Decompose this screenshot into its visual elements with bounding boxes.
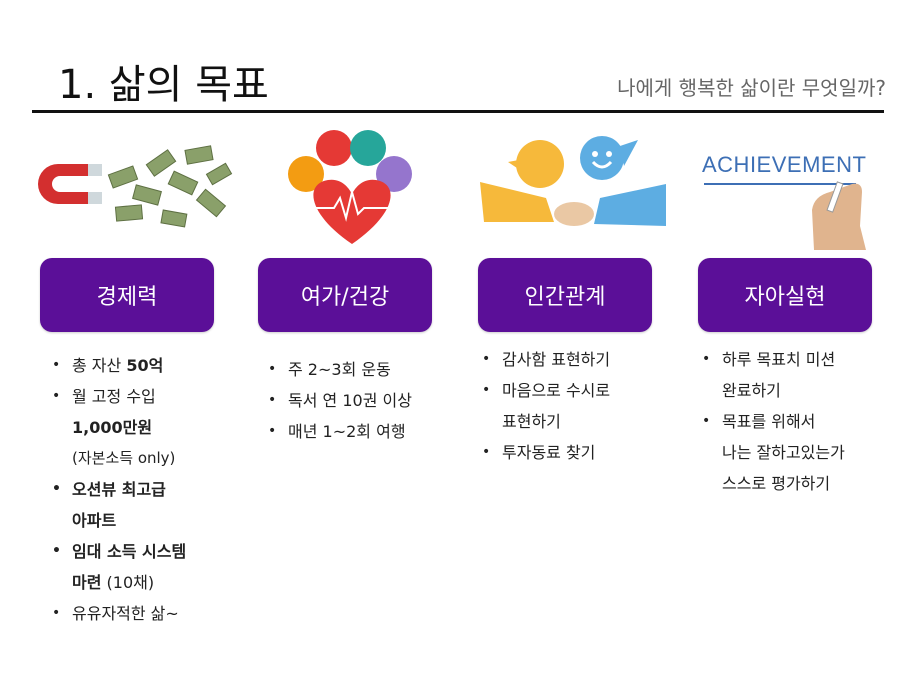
list-item: 마련 (10채) [72,573,155,592]
list-item: 오션뷰 최고급 [52,474,186,505]
category-button-leisure-health[interactable]: 여가/건강 [258,258,432,332]
list-item: 마음으로 수시로 [482,375,610,406]
category-button-relationships[interactable]: 인간관계 [478,258,652,332]
handshake-icon [480,136,666,226]
achievement-text: ACHIEVEMENT [702,152,866,177]
list-item: 1,000만원 [72,418,153,437]
list-item: 표현하기 [502,412,561,431]
list-item: 투자동료 찾기 [482,437,610,468]
page-subtitle: 나에게 행복한 삶이란 무엇일까? [617,76,886,100]
title-divider [32,110,884,113]
list-item: 월 고정 수입 [52,381,186,412]
category-button-self-realization[interactable]: 자아실현 [698,258,872,332]
relationships-list: 감사함 표현하기 마음으로 수시로 표현하기 투자동료 찾기 [482,344,610,468]
list-item: 나는 잘하고있는가 [722,443,845,462]
list-item: 주 2~3회 운동 [268,354,412,385]
list-item: 완료하기 [722,381,781,400]
economy-list: 총 자산 50억 월 고정 수입 1,000만원 (자본소득 only) 오션뷰… [52,350,186,629]
list-item: 매년 1~2회 여행 [268,416,412,447]
achievement-hand-icon: ACHIEVEMENT [702,152,866,250]
category-button-economy[interactable]: 경제력 [40,258,214,332]
list-item: 독서 연 10권 이상 [268,385,412,416]
self-realization-list: 하루 목표치 미션 완료하기 목표를 위해서 나는 잘하고있는가 스스로 평가하… [702,344,845,499]
magnet-money-icon [38,145,233,228]
page-title: 1. 삶의 목표 [58,62,269,108]
list-item: 목표를 위해서 [702,406,845,437]
list-item: 감사함 표현하기 [482,344,610,375]
list-item: 임대 소득 시스템 [52,536,186,567]
list-item: 유유자적한 삶~ [52,598,186,629]
list-item: 하루 목표치 미션 [702,344,845,375]
list-item: 아파트 [72,511,117,530]
health-heart-icon [288,130,412,244]
list-item: 스스로 평가하기 [722,474,831,493]
list-item: 총 자산 50억 [52,350,186,381]
list-item: (자본소득 only) [72,449,176,467]
leisure-health-list: 주 2~3회 운동 독서 연 10권 이상 매년 1~2회 여행 [268,354,412,447]
